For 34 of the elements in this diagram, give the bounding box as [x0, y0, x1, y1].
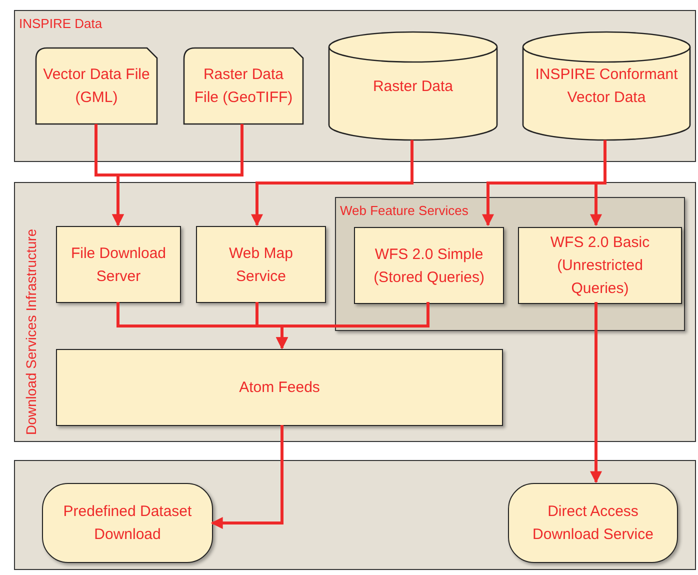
node-label: Vector Data File (GML)	[43, 65, 150, 108]
node-label: File Download Server	[70, 244, 168, 286]
section-title: INSPIRE Data	[19, 15, 102, 33]
process-box	[518, 227, 682, 304]
node-label: Raster Data	[372, 76, 454, 96]
process-box	[56, 349, 503, 426]
section-band	[14, 182, 696, 442]
file-box	[183, 47, 304, 125]
rounded-box	[508, 483, 678, 563]
node-label: Direct Access Download Service	[532, 502, 654, 545]
database-cylinder	[328, 31, 498, 141]
node-label: Web Map Service	[228, 244, 294, 286]
connector-arrow	[590, 302, 602, 484]
connector-arrow	[251, 140, 414, 226]
rounded-box	[42, 483, 213, 563]
connector-arrow	[210, 425, 284, 529]
file-box	[35, 47, 158, 125]
database-cylinder	[522, 31, 691, 141]
process-box	[354, 227, 504, 304]
node-label: Atom Feeds	[239, 378, 320, 398]
section-title: Download Services Infrastructure	[22, 228, 40, 435]
connector-arrow	[276, 302, 430, 350]
node-label: WFS 2.0 Basic (Unrestricted Queries)	[549, 233, 651, 299]
node-label: Raster Data File (GeoTIFF)	[193, 65, 294, 108]
section-band	[14, 460, 696, 570]
group-panel	[335, 197, 685, 331]
node-label: INSPIRE Conformant Vector Data	[534, 65, 679, 108]
node-label: WFS 2.0 Simple (Stored Queries)	[372, 244, 486, 288]
connector-arrow	[112, 124, 244, 226]
section-title: Web Feature Services	[340, 202, 468, 220]
process-box	[196, 226, 326, 303]
section-band	[14, 10, 696, 162]
node-label: Predefined Dataset Download	[62, 502, 193, 545]
process-box	[56, 226, 181, 303]
